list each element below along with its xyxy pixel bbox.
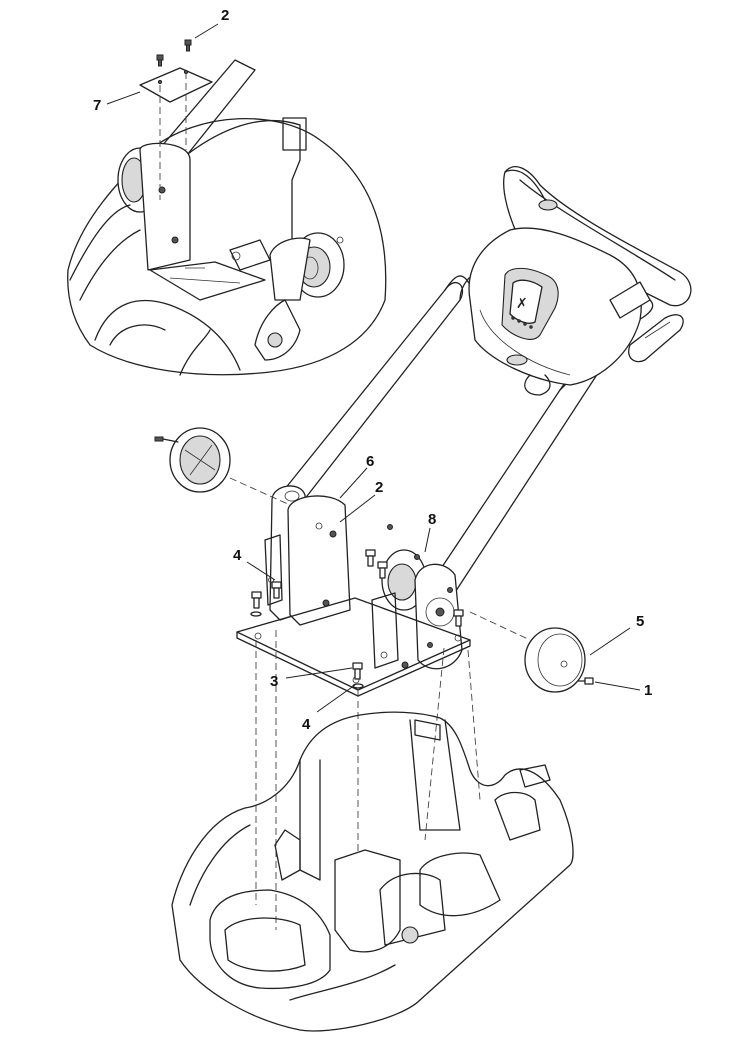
callout-8: 8 bbox=[428, 511, 436, 528]
callout-4-left: 4 bbox=[233, 547, 242, 564]
leader-lines bbox=[106, 23, 641, 713]
handle-assembly: ✗ bbox=[279, 166, 692, 601]
callout-labels: 2 7 6 2 8 4 3 4 5 1 bbox=[93, 7, 652, 733]
control-symbol: ✗ bbox=[516, 295, 528, 311]
part-8-gear-mechanism bbox=[371, 549, 463, 670]
part-5-wheel-cap bbox=[469, 611, 586, 693]
callout-6: 6 bbox=[366, 453, 374, 470]
callout-1: 1 bbox=[644, 682, 652, 699]
callout-2-top: 2 bbox=[221, 7, 229, 24]
callout-4-bottom: 4 bbox=[302, 716, 311, 733]
left-wheel-cap bbox=[154, 427, 291, 506]
callout-7: 7 bbox=[93, 97, 101, 114]
callout-2-mid: 2 bbox=[375, 479, 383, 496]
part-2-screws-top bbox=[156, 39, 192, 67]
housing bbox=[171, 711, 574, 1032]
part-1-screw bbox=[577, 677, 594, 685]
callout-3: 3 bbox=[270, 673, 278, 690]
callout-5: 5 bbox=[636, 613, 644, 630]
part-7-cover-plate bbox=[139, 67, 213, 200]
detail-inset bbox=[67, 59, 387, 376]
part-6-side-bracket bbox=[264, 485, 351, 626]
mounting-lines bbox=[255, 630, 481, 930]
